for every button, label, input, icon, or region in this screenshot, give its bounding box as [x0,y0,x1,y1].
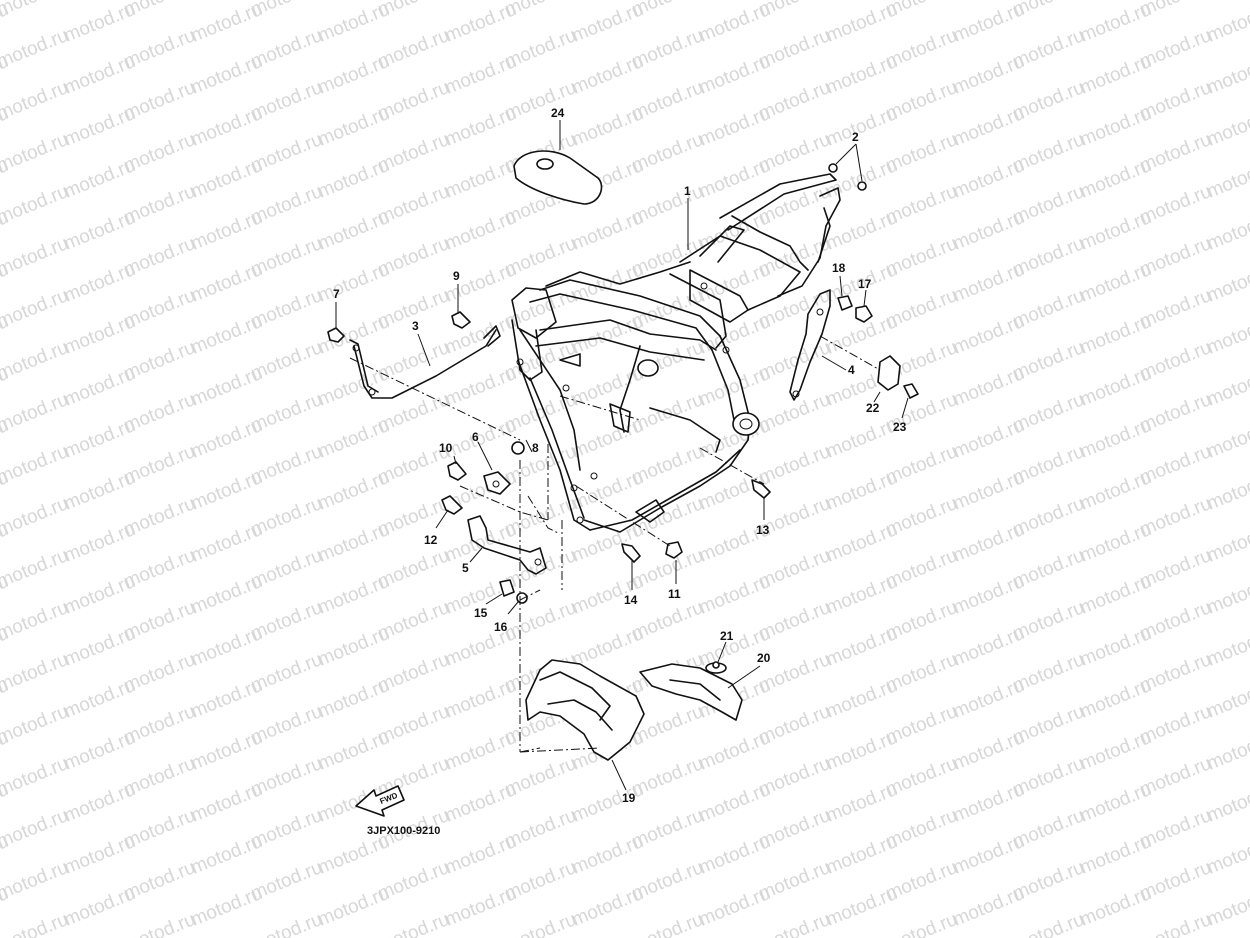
callout-labels: 1 2 3 4 5 6 7 8 9 10 11 12 13 14 15 16 1… [333,106,907,805]
part-6-bracket [477,441,511,495]
part-14-bolt [621,543,641,590]
callout-16: 16 [494,620,508,634]
callout-7: 7 [333,287,340,301]
callout-14: 14 [624,593,638,607]
part-21-clip [705,641,727,674]
callout-3: 3 [412,319,419,333]
part-13-bolt [751,479,771,520]
part-11-nut [665,541,683,584]
callout-17: 17 [858,277,872,291]
callout-20: 20 [757,651,771,665]
callout-6: 6 [472,430,479,444]
diagram-code: 3JPX100-9210 [367,825,440,837]
part-23-bolt [901,383,919,419]
callout-12: 12 [424,533,438,547]
guide-lines [349,335,881,753]
part-4-bracket [789,289,847,401]
callout-8: 8 [532,441,539,455]
part-8-nut [511,439,533,455]
callout-21: 21 [720,629,734,643]
callout-15: 15 [474,606,488,620]
part-22-block [873,355,901,403]
callout-24: 24 [551,106,565,120]
part-3-stay [349,325,501,399]
part-10-bolt [447,455,467,481]
part-9-bolt [451,284,471,329]
part-1-main-frame [511,173,841,533]
part-15-nut [485,579,515,605]
callout-9: 9 [453,269,460,283]
callout-2: 2 [852,130,859,144]
part-2-caps [828,143,867,191]
callout-19: 19 [622,791,636,805]
callout-23: 23 [893,420,907,434]
callout-18: 18 [832,261,846,275]
fwd-arrow-icon: FWD [355,785,405,817]
part-20-cover [639,663,761,721]
part-18-washer [837,275,853,311]
callout-22: 22 [866,401,880,415]
part-16-washer [507,592,528,615]
part-19-cover [525,659,645,791]
callout-1: 1 [684,184,691,198]
callout-4: 4 [848,363,855,377]
callout-5: 5 [462,561,469,575]
callout-10: 10 [439,441,453,455]
part-5-bracket [467,515,547,575]
part-7-bolt [327,302,345,343]
part-24-pad [513,120,603,205]
part-17-nut [855,289,873,323]
part-12-bolt [435,495,463,529]
callout-13: 13 [756,523,770,537]
callout-11: 11 [668,587,681,601]
